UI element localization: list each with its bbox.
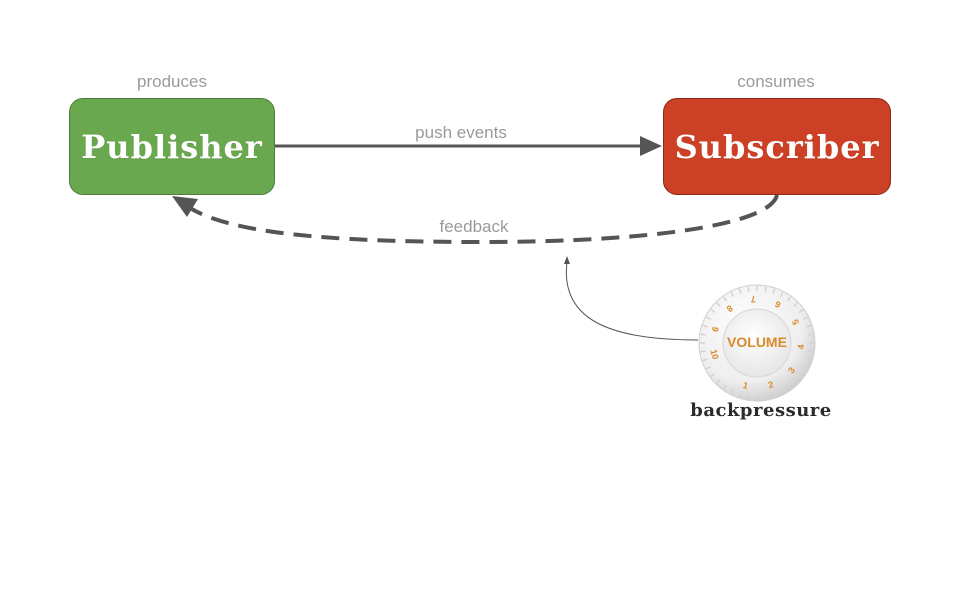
publisher-caption: produces (137, 72, 207, 91)
subscriber-caption: consumes (737, 72, 815, 91)
knob-ridge (730, 388, 735, 395)
backpressure-arrow (565, 261, 699, 341)
knob-ridge (802, 365, 809, 370)
knob-ridge (705, 316, 712, 321)
knob-ridge (730, 291, 735, 298)
knob-ridge (808, 333, 814, 336)
knob-ridge (716, 302, 721, 307)
knob-number: 9 (710, 325, 721, 333)
knob-ridge (798, 308, 804, 314)
knob-ridge (716, 379, 721, 384)
knob-ridge (710, 308, 716, 314)
knob-number: 1 (742, 380, 749, 391)
feedback-label: feedback (440, 217, 509, 236)
knob-number: 5 (790, 318, 801, 327)
knob-ridge (806, 358, 812, 362)
knob-ridge (764, 286, 767, 292)
knob-ridge (700, 333, 706, 336)
knob-number: 10 (708, 348, 720, 360)
feedback-arrow (188, 194, 779, 245)
knob-ridge (808, 350, 814, 353)
knob-ridge (702, 358, 708, 362)
feedback-arrowhead (172, 196, 198, 217)
knob-ridge (806, 324, 812, 328)
knob-number: 3 (786, 365, 797, 375)
knob-number: 4 (796, 344, 806, 350)
knob-ridge (722, 296, 728, 302)
knob-ridge (738, 288, 742, 294)
knob-ridge (747, 394, 750, 400)
knob-ridge (779, 388, 784, 395)
knob-number: 2 (767, 379, 775, 390)
knob-ridge (779, 291, 784, 298)
knob-number: 8 (725, 303, 735, 314)
knob-ridge (700, 350, 706, 353)
knob-ridge (786, 384, 792, 390)
knob-ridge (786, 296, 792, 302)
knob-ridge (722, 384, 728, 390)
knob-ridge (705, 365, 712, 370)
knob-ridge (738, 392, 742, 398)
knob-ridge (772, 392, 776, 398)
backpressure-label: backpressure (690, 400, 832, 421)
subscriber-label: Subscriber (674, 127, 880, 166)
knob-ridge (798, 372, 804, 378)
knob-ridge (710, 372, 716, 378)
knob-ridge (702, 324, 708, 328)
knob-ridge (793, 302, 798, 307)
knob-ridge (793, 379, 798, 384)
knob-ridge (747, 286, 750, 292)
knob-ridge (764, 394, 767, 400)
knob-ridge (772, 288, 776, 294)
subscriber-node: Subscriber (663, 98, 891, 195)
push-events-arrowhead (640, 136, 662, 156)
push-events-label: push events (415, 123, 507, 142)
publisher-label: Publisher (81, 127, 263, 166)
knob-ridge (802, 316, 809, 321)
backpressure-arrowhead (564, 256, 570, 264)
knob-number: 7 (750, 294, 756, 304)
knob-number: 6 (773, 299, 782, 310)
publisher-node: Publisher (69, 98, 275, 195)
knob-face-label: VOLUME (727, 334, 787, 350)
